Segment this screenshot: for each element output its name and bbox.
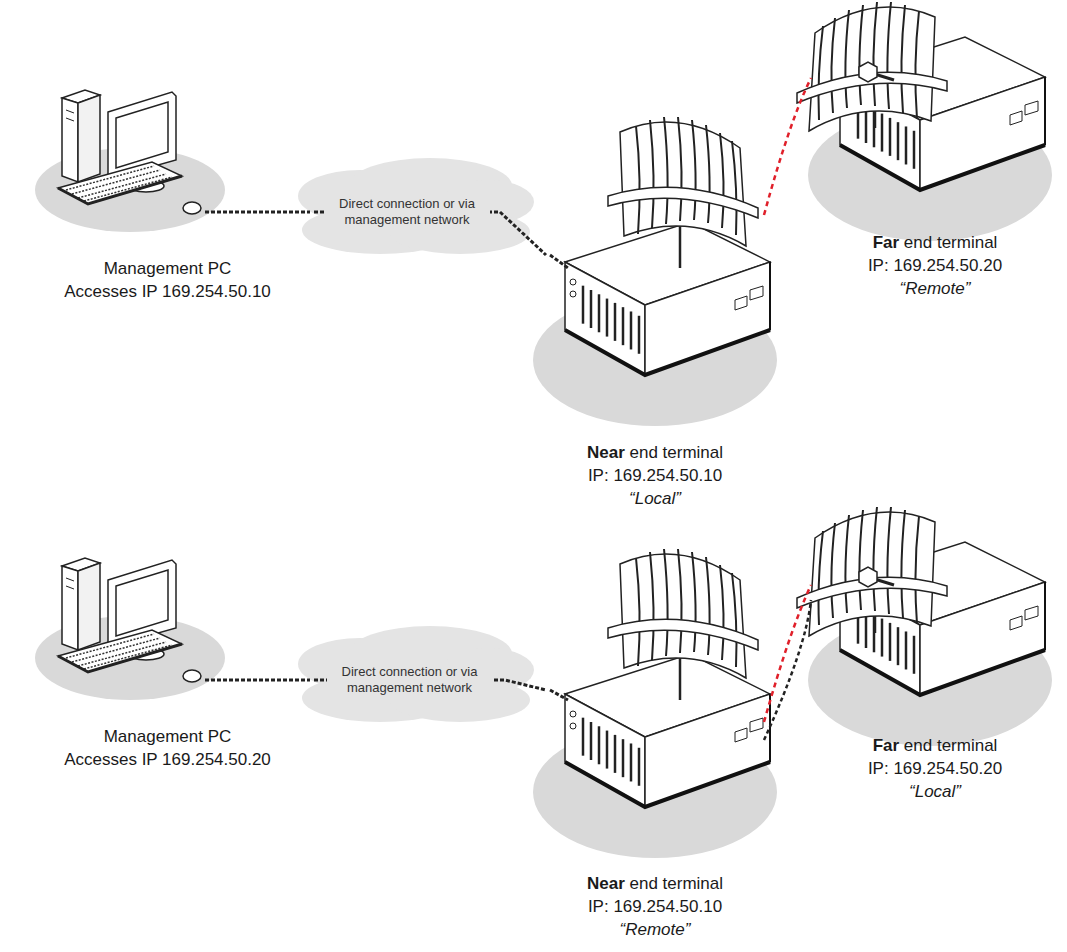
role-label: “Local” — [811, 780, 1059, 803]
access-ip: Accesses IP 169.254.50.20 — [21, 748, 314, 771]
terminal: Far end terminalIP: 169.254.50.20“Remote… — [811, 10, 1059, 304]
ip-address: IP: 169.254.50.10 — [546, 895, 764, 918]
terminal: Far end terminalIP: 169.254.50.20“Local” — [811, 515, 1059, 807]
pc-name: Management PC — [21, 725, 314, 748]
radio-link — [764, 600, 811, 740]
link-label: Direct connection or via management netw… — [324, 195, 490, 229]
management-pc: Management PCAccesses IP 169.254.50.10 — [21, 90, 314, 307]
cable — [205, 211, 310, 214]
pc-name: Management PC — [21, 257, 314, 280]
terminal: Near end terminalIP: 169.254.50.10“Local… — [546, 120, 764, 514]
access-ip: Accesses IP 169.254.50.10 — [21, 280, 314, 303]
terminal-name: Far end terminal — [811, 734, 1059, 757]
radio-link — [764, 78, 811, 215]
radio-link — [764, 585, 811, 722]
cable — [550, 255, 568, 268]
role-label: “Remote” — [546, 918, 764, 941]
terminal-name: Far end terminal — [811, 231, 1059, 254]
cable — [205, 679, 310, 682]
ip-address: IP: 169.254.50.10 — [546, 464, 764, 487]
terminal-name: Near end terminal — [546, 872, 764, 895]
terminal-name: Near end terminal — [546, 441, 764, 464]
role-label: “Local” — [546, 487, 764, 510]
link-label: Direct connection or via management netw… — [327, 663, 493, 697]
management-pc: Management PCAccesses IP 169.254.50.20 — [21, 558, 314, 775]
cable — [550, 690, 568, 700]
ip-address: IP: 169.254.50.20 — [811, 254, 1059, 277]
role-label: “Remote” — [811, 277, 1059, 300]
ip-address: IP: 169.254.50.20 — [811, 757, 1059, 780]
terminal: Near end terminalIP: 169.254.50.10“Remot… — [546, 555, 764, 945]
